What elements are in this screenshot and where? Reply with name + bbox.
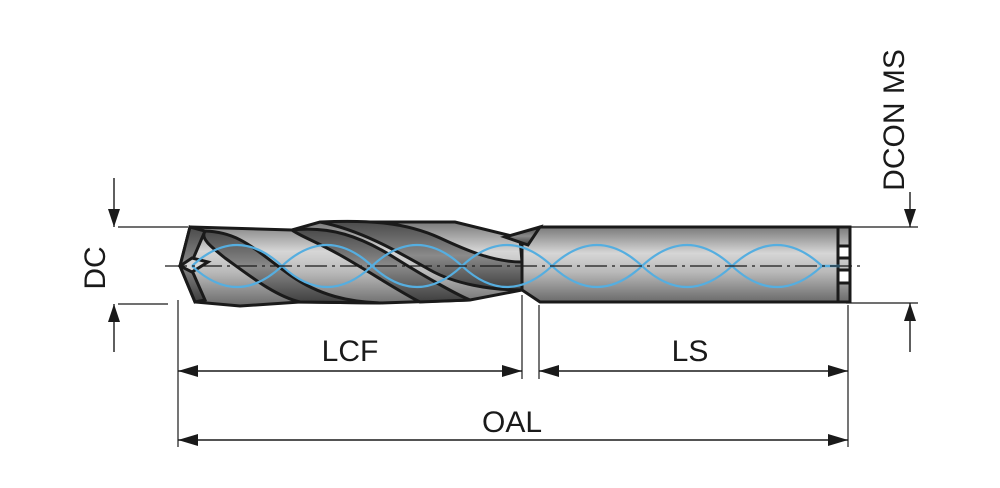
shank-end-cap	[836, 225, 852, 304]
coolant-channel-2	[191, 244, 840, 288]
coolant-channel-1	[191, 244, 840, 288]
flute-runout	[500, 224, 544, 247]
coolant-channels	[191, 244, 840, 288]
extension-lines	[118, 226, 918, 447]
oal-dimension: OAL	[178, 406, 848, 446]
flute-1	[202, 229, 381, 305]
lcf-label: LCF	[322, 335, 379, 368]
ls-dimension: LS	[539, 335, 848, 377]
dc-dimension: DC	[79, 178, 120, 352]
ls-label: LS	[672, 335, 709, 368]
dcon-ms-label: DCON MS	[878, 49, 911, 191]
oal-label: OAL	[482, 406, 542, 439]
dc-label: DC	[79, 246, 112, 289]
lcf-dimension: LCF	[178, 335, 522, 377]
drill-shank	[520, 225, 842, 304]
dcon-ms-dimension: DCON MS	[878, 49, 916, 352]
